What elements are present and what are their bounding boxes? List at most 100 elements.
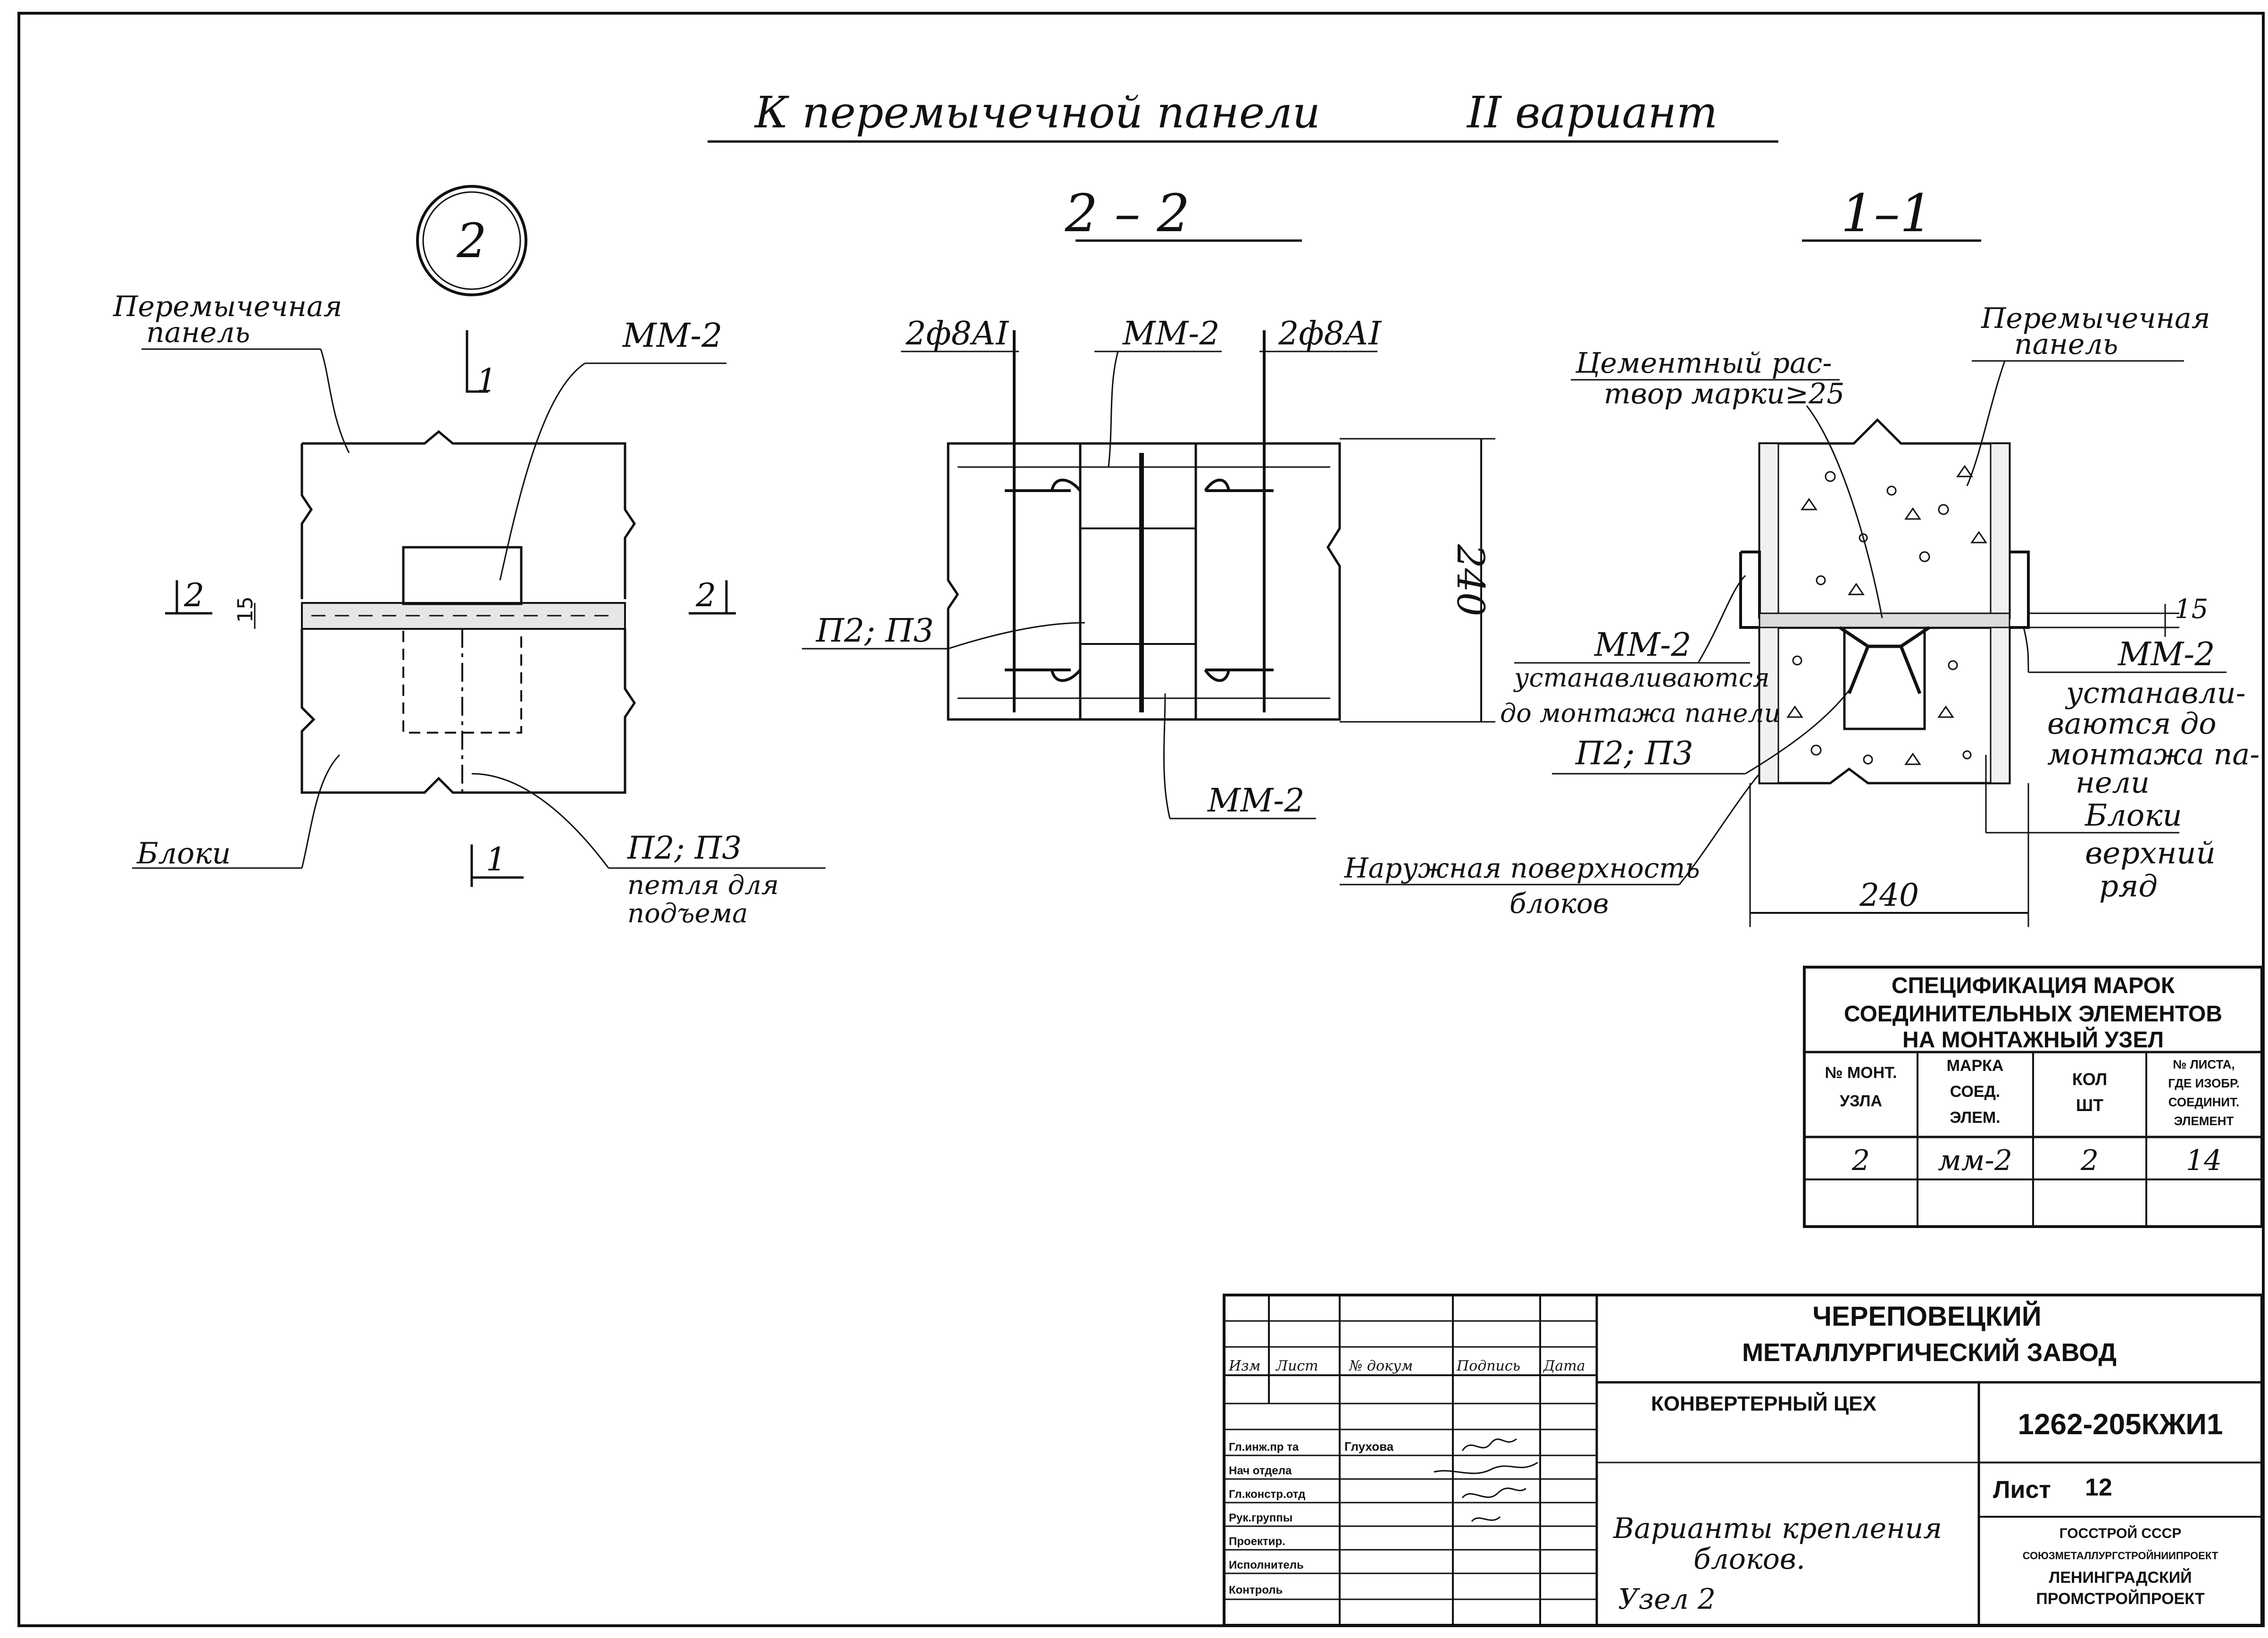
- section-1-mortar-2: твор марки≥25: [1604, 377, 1844, 410]
- node-leader-blocks: [301, 754, 341, 869]
- section-1-panel-face-left: [1759, 443, 1779, 619]
- node-leader-panel-2: [320, 349, 350, 453]
- tb-col-izm: Изм: [1228, 1358, 1260, 1374]
- section-1-title: 1–1: [1841, 183, 1933, 243]
- node-mm-plate: [402, 546, 523, 605]
- node-cut-2-right: [689, 580, 736, 615]
- node-number: 2: [456, 213, 487, 268]
- section-1-blocks-face-left: [1759, 627, 1779, 784]
- header-title: К перемычечной панели: [754, 87, 1320, 138]
- node-label-p: П2; П3: [627, 830, 742, 866]
- section-1-panel-face-right: [1990, 443, 2010, 619]
- section-1-mm-left-leader: [1697, 575, 1746, 663]
- section-1-blocks-3: ряд: [2099, 869, 2158, 904]
- section-1-outer-2: блоков: [1509, 887, 1609, 919]
- node-number-circle-inner: [422, 191, 521, 290]
- section-2-dim-240: 240: [1449, 544, 1493, 617]
- tb-shop: КОНВЕРТЕРНЫЙ ЦЕХ: [1651, 1391, 1876, 1415]
- section-2-mm-bottom-label: ММ-2: [1207, 782, 1305, 819]
- tb-org-1: ЧЕРЕПОВЕЦКИЙ: [1812, 1301, 2041, 1332]
- section-2-hook-tl: [1005, 478, 1082, 492]
- node-cut-1-top: [466, 330, 488, 393]
- spec-header-2a: МАРКА: [1947, 1057, 2004, 1075]
- node-cut-1-bottom: [470, 844, 524, 887]
- node-label-loop-2: подъема: [627, 898, 748, 929]
- tb-inst-2: СОЮЗМЕТАЛЛУРГСТРОЙНИИПРОЕКТ: [2023, 1550, 2218, 1562]
- tb-col-sign: Подпись: [1456, 1358, 1520, 1374]
- section-1-mm-right-note-2: ваются до: [2047, 706, 2217, 741]
- section-1-p-label: П2; П3: [1575, 735, 1693, 772]
- tb-inst-1: ГОССТРОЙ СССР: [2060, 1525, 2182, 1541]
- section-1-mm-right: ММ-2: [2117, 636, 2215, 673]
- tb-desc-2: блоков.: [1693, 1543, 1805, 1576]
- node-label-blocks: Блоки: [136, 836, 231, 870]
- section-2-mm-bottom-leader: [1163, 693, 1171, 819]
- tb-col-date: Дата: [1543, 1358, 1585, 1374]
- spec-cell: 2: [1851, 1144, 1870, 1177]
- spec-cell: 14: [2186, 1144, 2222, 1177]
- section-1-blocks-1: Блоки: [2085, 798, 2182, 833]
- section-1-outer-1: Наружная поверхность: [1344, 852, 1700, 884]
- spec-header-4d: ЭЛЕМЕНТ: [2174, 1114, 2234, 1128]
- tb-inst-4: ПРОМСТРОЙПРОЕКТ: [2036, 1589, 2204, 1608]
- section-1-p-leader: [1745, 684, 1855, 775]
- node-cut-2-left-label: 2: [183, 577, 204, 614]
- section-2-title: 2 – 2: [1065, 183, 1190, 243]
- header-variant: II вариант: [1466, 87, 1718, 138]
- section-1-view: 1–1 15: [1340, 183, 2260, 927]
- tb-inst-3: ЛЕНИНГРАДСКИЙ: [2049, 1568, 2192, 1587]
- section-1-blocks-outline: [1758, 627, 2011, 785]
- section-1-loop: [1839, 626, 1930, 694]
- node-number-circle: [416, 185, 527, 296]
- node-label-panel-2: панель: [146, 316, 250, 349]
- section-1-panel-2: панель: [2014, 328, 2118, 361]
- section-1-mm-left-note-2: до монтажа панели: [1500, 698, 1781, 728]
- spec-header-2c: ЭЛЕМ.: [1950, 1109, 2000, 1127]
- section-1-outer-leader: [1678, 773, 1760, 885]
- spec-header-3b: ШТ: [2076, 1095, 2103, 1115]
- title-block-frame: [1223, 1294, 2263, 1627]
- spec-title-3: НА МОНТАЖНЫЙ УЗЕЛ: [1902, 1027, 2164, 1053]
- section-1-mortar-bed: [1759, 612, 2010, 628]
- tb-role: Контроль: [1229, 1584, 1283, 1596]
- section-2-mm-top-label: ММ-2: [1122, 315, 1220, 352]
- tb-role: Проектир.: [1229, 1535, 1285, 1548]
- tb-code: 1262-205КЖИ1: [2018, 1408, 2223, 1441]
- tb-signatures: [1434, 1438, 1538, 1522]
- section-1-mm-right-note-1: устанавли-: [2065, 676, 2246, 710]
- spec-header-4b: ГДЕ ИЗОБР.: [2168, 1076, 2239, 1090]
- section-1-mm-right-note-3: монтажа па-: [2047, 737, 2260, 771]
- tb-role: Гл.констр.отд: [1229, 1488, 1305, 1501]
- spec-header-4a: № ЛИСТА,: [2173, 1057, 2235, 1071]
- tb-role: Исполнитель: [1229, 1559, 1304, 1571]
- node-label-mm: ММ-2: [622, 316, 723, 355]
- node-leader-p: [471, 773, 609, 869]
- section-2-rebar-right-label: 2ф8АI: [1278, 315, 1382, 352]
- node-label-loop-1: петля для: [627, 870, 779, 901]
- section-2-mm-plate: [1079, 442, 1197, 721]
- tb-role: Нач отдела: [1229, 1464, 1292, 1477]
- section-1-mm-left-note-1: устанавливаются: [1513, 663, 1770, 693]
- tb-name: Глухова: [1344, 1439, 1394, 1454]
- section-2-p-label: П2; П3: [815, 612, 934, 650]
- tb-role: Рук.группы: [1229, 1512, 1292, 1524]
- node-leader-mm: [499, 362, 585, 581]
- section-1-panel-leader: [1966, 360, 2006, 486]
- section-1-dim-15: 15: [2175, 594, 2208, 625]
- section-1-mm-right-note-4: нели: [2076, 765, 2150, 800]
- tb-desc-3: Узел 2: [1618, 1583, 1716, 1616]
- tb-desc-1: Варианты крепления: [1613, 1512, 1942, 1545]
- tb-col-list: Лист: [1275, 1358, 1318, 1374]
- sheet-header: К перемычечной панели II вариант: [708, 87, 1778, 143]
- spec-header-3a: КОЛ: [2072, 1070, 2107, 1089]
- spec-title-2: СОЕДИНИТЕЛЬНЫХ ЭЛЕМЕНТОВ: [1844, 1002, 2222, 1027]
- section-1-dim-240: 240: [1859, 877, 1919, 913]
- spec-header-1a: № МОНТ.: [1825, 1064, 1897, 1082]
- section-1-blocks-2: верхний: [2085, 836, 2216, 871]
- node-panel-outline: [300, 430, 636, 599]
- section-1-blocks-face-right: [1990, 627, 2010, 784]
- section-1-mm-left: ММ-2: [1593, 627, 1692, 664]
- section-2-hook-bl: [1005, 669, 1082, 682]
- spec-title-1: СПЕЦИФИКАЦИЯ МАРОК: [1892, 973, 2175, 998]
